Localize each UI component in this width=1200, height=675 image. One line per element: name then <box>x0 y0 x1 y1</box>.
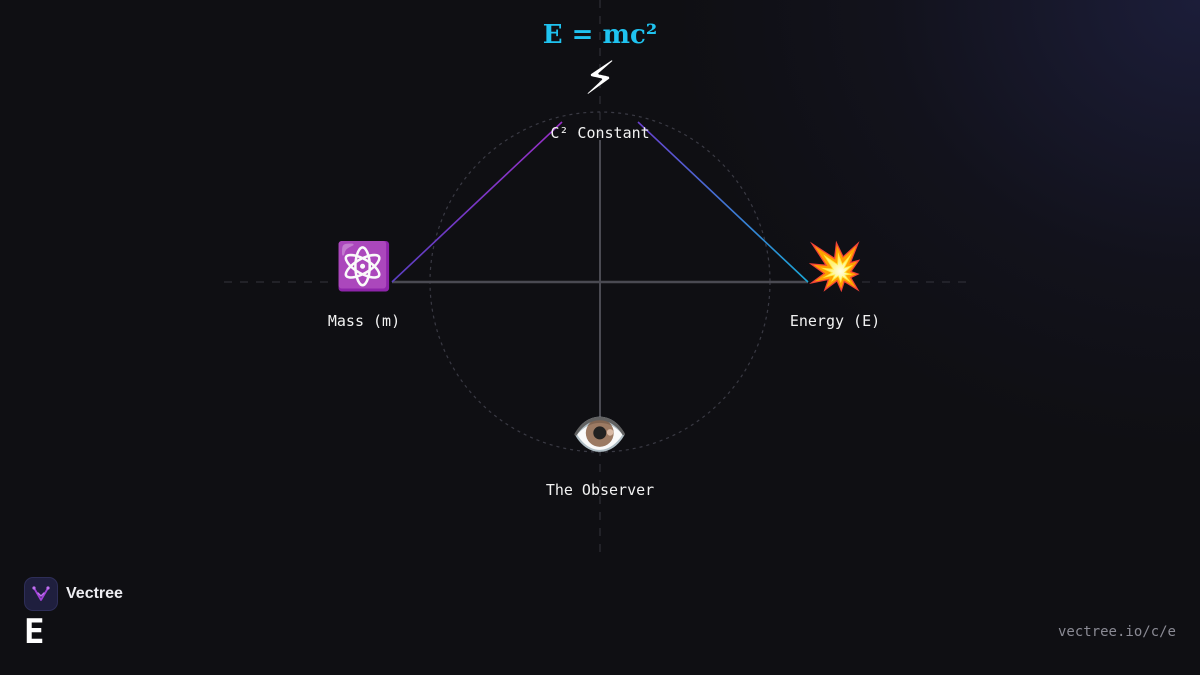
formula-title: E = mc² <box>542 20 658 50</box>
collision-icon[interactable]: 💥 <box>806 239 864 293</box>
edge-constant-to-energy <box>637 121 809 283</box>
node-label-energy: Energy (E) <box>789 312 881 330</box>
edge-mass-to-constant <box>391 121 563 283</box>
lightning-icon[interactable]: ⚡ <box>583 51 617 105</box>
brand-name: Vectree <box>66 585 123 602</box>
concept-letter: E <box>24 612 45 652</box>
atom-icon[interactable]: ⚛️ <box>335 239 393 293</box>
brand[interactable]: Vectree <box>24 577 123 611</box>
source-url[interactable]: vectree.io/c/e <box>1057 624 1176 640</box>
vectree-logo-icon <box>24 577 58 611</box>
node-label-constant: C² Constant <box>550 124 650 142</box>
node-label-mass: Mass (m) <box>327 312 401 330</box>
node-label-observer: The Observer <box>545 481 655 499</box>
eye-icon[interactable]: 👁️ <box>571 407 629 461</box>
